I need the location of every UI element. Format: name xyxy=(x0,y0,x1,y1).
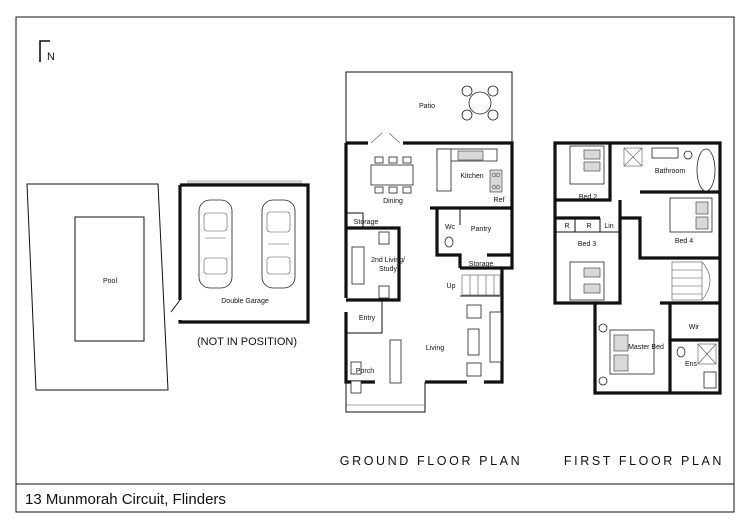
room-label-porch: Porch xyxy=(356,368,374,375)
room-label-wir: Wir xyxy=(689,324,700,331)
room-label-living: Living xyxy=(426,345,444,352)
room-label-ens: Ens xyxy=(685,361,698,368)
room-label-2nd-living: 2nd Living/ xyxy=(371,257,405,264)
first-floor-plan: Bathroom Bed 2 R R Lin Bed 3 Bed 4 Wir M… xyxy=(553,141,722,395)
double-garage: Double Garage xyxy=(170,180,310,324)
garage-label: Double Garage xyxy=(221,298,269,305)
room-label-study: Study xyxy=(379,266,397,273)
room-label-pantry: Pantry xyxy=(471,226,492,233)
room-label-bed3: Bed 3 xyxy=(578,241,596,248)
room-label-wc: Wc xyxy=(445,224,456,231)
compass-label: N xyxy=(47,51,55,63)
room-label-r1: R xyxy=(564,223,569,230)
dining-table-icon xyxy=(370,156,414,194)
car-icon xyxy=(261,199,296,289)
pool-label: Pool xyxy=(103,278,117,285)
room-label-lin: Lin xyxy=(604,223,613,230)
room-label-master: Master Bed xyxy=(628,344,664,351)
staircase-icon xyxy=(461,274,501,296)
room-label-kitchen: Kitchen xyxy=(460,173,483,180)
bathtub-icon xyxy=(696,148,716,192)
room-label-patio: Patio xyxy=(419,103,435,110)
bed-icon xyxy=(569,145,605,185)
room-label-ref: Ref xyxy=(494,197,505,204)
cooktop-icon xyxy=(489,169,503,193)
toilet-icon xyxy=(676,346,686,358)
position-note: (NOT IN POSITION) xyxy=(197,336,297,348)
sofa-icon xyxy=(489,311,502,363)
room-label-storage-lower: Storage xyxy=(469,261,494,268)
pool-area: Pool xyxy=(26,183,169,391)
property-address: 13 Munmorah Circuit, Flinders xyxy=(25,491,226,508)
stairs-up-label: Up xyxy=(447,283,456,290)
ground-floor-plan: Patio Kitchen Dining Ref Storage Wc Pant… xyxy=(344,71,514,413)
room-label-bed4: Bed 4 xyxy=(675,238,693,245)
north-arrow-icon: N xyxy=(39,40,55,63)
sofa-icon xyxy=(351,246,365,285)
room-label-dining: Dining xyxy=(383,198,403,205)
room-label-r2: R xyxy=(586,223,591,230)
outdoor-table-icon xyxy=(461,85,499,121)
sink-icon xyxy=(457,150,484,161)
bed-icon xyxy=(598,323,655,386)
page-border xyxy=(15,16,735,513)
first-floor-title: FIRST FLOOR PLAN xyxy=(564,454,724,468)
room-label-bed2: Bed 2 xyxy=(579,194,597,201)
bed-icon xyxy=(569,261,605,301)
room-label-entry: Entry xyxy=(359,315,376,322)
car-icon xyxy=(198,199,233,289)
bed-icon xyxy=(669,197,713,233)
staircase-icon xyxy=(671,261,711,301)
ground-floor-title: GROUND FLOOR PLAN xyxy=(340,454,522,468)
pool-outline xyxy=(74,216,145,342)
toilet-icon xyxy=(444,236,454,248)
room-label-bathroom: Bathroom xyxy=(655,168,686,175)
room-label-storage-upper: Storage xyxy=(354,219,379,226)
